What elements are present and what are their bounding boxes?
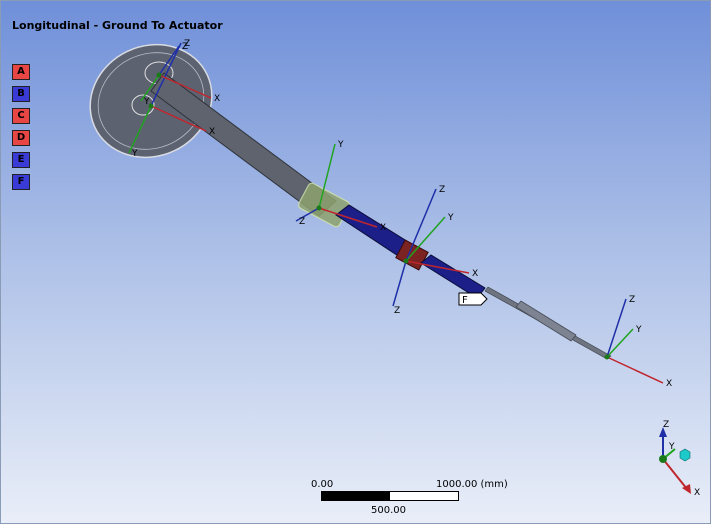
global-triad-x-label: X [694, 488, 700, 498]
triad-rod-end-x-label: X [666, 379, 672, 389]
triad-disk-upper-origin [156, 72, 162, 78]
disk-body[interactable] [72, 25, 231, 177]
probe-label-f[interactable]: F [458, 292, 488, 306]
triad-rod-end[interactable]: X Y Z [604, 295, 673, 389]
global-triad[interactable]: Z Y X [659, 420, 700, 498]
triad-disk-center-y-label: Y [131, 149, 138, 159]
triad-actuator-origin [403, 258, 409, 264]
triad-joint-x-label: X [380, 223, 386, 233]
legend-item-a[interactable]: A [12, 64, 30, 80]
triad-disk-upper-x-label: X [214, 94, 220, 104]
triad-disk-upper-z-label: Z [182, 42, 188, 52]
rod-sleeve[interactable] [515, 300, 577, 342]
actuator-rod-housing[interactable] [420, 254, 486, 299]
triad-actuator-z-label: Z [439, 185, 445, 195]
triad-actuator-y-label: Y [447, 213, 454, 223]
legend-item-c[interactable]: C [12, 108, 30, 124]
triad-rod-end-z-label: Z [629, 295, 635, 305]
triad-actuator-zb-label: Z [394, 306, 400, 316]
triad-joint-origin [316, 205, 322, 211]
legend-item-f[interactable]: F [12, 174, 30, 190]
triad-disk-center-origin [148, 103, 154, 109]
triad-rod-end-y-label: Y [635, 325, 642, 335]
triad-joint[interactable]: X Y Z [295, 140, 386, 233]
triad-disk-center-z-label: Z [184, 39, 190, 49]
triad-rod-end-origin [604, 354, 610, 360]
legend-item-b[interactable]: B [12, 86, 30, 102]
triad-disk-upper[interactable]: X Y Z [140, 42, 220, 107]
global-triad-z-label: Z [663, 420, 669, 430]
triad-actuator[interactable]: X Y Z Z [392, 185, 478, 316]
view-title: Longitudinal - Ground To Actuator [12, 19, 223, 32]
global-triad-y-label: Y [668, 442, 675, 452]
triad-disk-center[interactable]: X Y Z [128, 39, 215, 159]
connection-legend: A B C D E F [12, 64, 30, 196]
triad-actuator-x-label: X [472, 269, 478, 279]
legend-item-d[interactable]: D [12, 130, 30, 146]
triad-disk-center-x-label: X [209, 127, 215, 137]
triad-disk-upper-y-label: Y [143, 97, 150, 107]
triad-joint-z-label: Z [299, 217, 305, 227]
legend-item-e[interactable]: E [12, 152, 30, 168]
triad-joint-y-label: Y [337, 140, 344, 150]
probe-label-f-text: F [462, 295, 468, 306]
